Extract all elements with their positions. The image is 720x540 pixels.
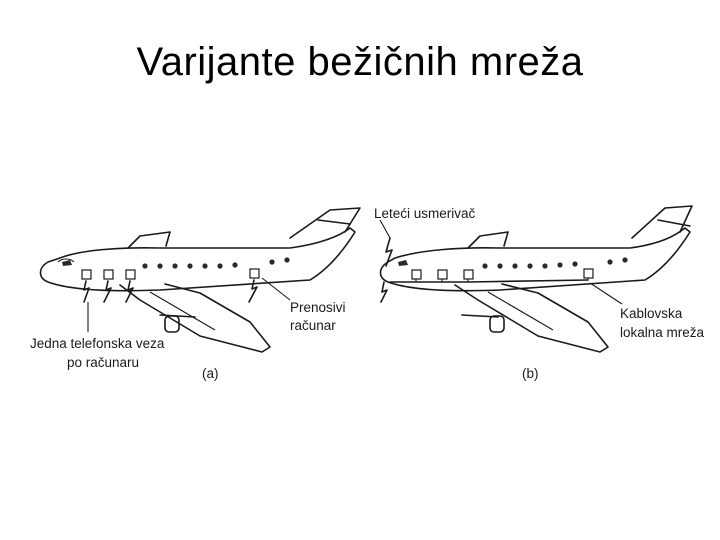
windows-b [482, 257, 628, 269]
windows-a [142, 257, 290, 269]
airplane-a [39, 207, 361, 353]
wing-a [119, 283, 271, 353]
leader-computer [261, 277, 291, 301]
router-antenna-b [380, 237, 393, 303]
label-leteci-usmerivac: Leteći usmerivač [374, 206, 476, 221]
wing-b [454, 283, 609, 353]
tail-fin-a [289, 207, 361, 239]
caption-a: (a) [202, 366, 219, 381]
top-engine-b [467, 231, 509, 249]
label-po-racunaru: po računaru [67, 355, 139, 370]
slide-title: Varijante bežičnih mreža [136, 40, 584, 84]
label-racunar: računar [290, 318, 336, 333]
fuselage-b [379, 227, 691, 292]
label-kablovska: Kablovska [620, 306, 683, 321]
caption-b: (b) [522, 366, 539, 381]
tail-fin-b [631, 205, 693, 239]
leader-lan [589, 282, 623, 305]
leader-router [379, 219, 391, 239]
label-lokalna-mreza: lokalna mreža [620, 325, 705, 340]
laptop-boxes-a [81, 268, 260, 280]
wireless-links-a [83, 279, 258, 303]
label-jedna-telefonska-veza: Jedna telefonska veza [30, 336, 165, 351]
fuselage-a [39, 227, 356, 292]
label-prenosivi: Prenosivi [290, 300, 346, 315]
airplane-b [379, 205, 693, 353]
top-engine-a [127, 231, 171, 249]
cable-lan-b [389, 279, 589, 283]
laptop-boxes-b [411, 268, 594, 280]
